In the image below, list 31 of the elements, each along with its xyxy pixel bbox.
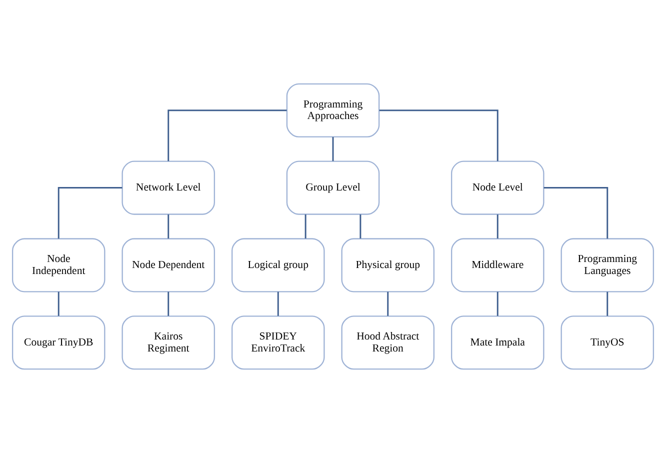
node-box: Kairos Regiment [122, 315, 216, 370]
connector [168, 291, 170, 316]
connector [496, 214, 498, 238]
connector [544, 186, 608, 238]
node-box: Programming Approaches [286, 82, 380, 137]
node-box: Logical group [231, 238, 325, 292]
connector [304, 214, 306, 238]
node-box: TinyOS [560, 315, 654, 370]
node-box: Middleware [450, 238, 544, 292]
node-box: Node Independent [12, 238, 106, 292]
node-box: Programming Languages [560, 238, 654, 292]
connector [168, 109, 287, 161]
connector [58, 186, 122, 238]
connector [606, 291, 608, 316]
node-box: Node Level [450, 160, 544, 214]
node-box: Cougar TinyDB [12, 315, 106, 370]
node-box: Hood Abstract Region [341, 315, 435, 370]
connector [360, 214, 362, 238]
connector [277, 291, 279, 316]
connector [387, 291, 389, 316]
connector [379, 109, 498, 161]
connector [168, 214, 170, 238]
connector [332, 136, 334, 161]
node-box: Mate Impala [450, 315, 544, 370]
connector [58, 291, 60, 316]
node-box: Group Level [286, 160, 380, 214]
node-box: Physical group [341, 238, 435, 292]
node-box: SPIDEY EnviroTrack [231, 315, 325, 370]
node-box: Network Level [122, 160, 216, 214]
connector [496, 291, 498, 316]
node-box: Node Dependent [122, 238, 216, 292]
